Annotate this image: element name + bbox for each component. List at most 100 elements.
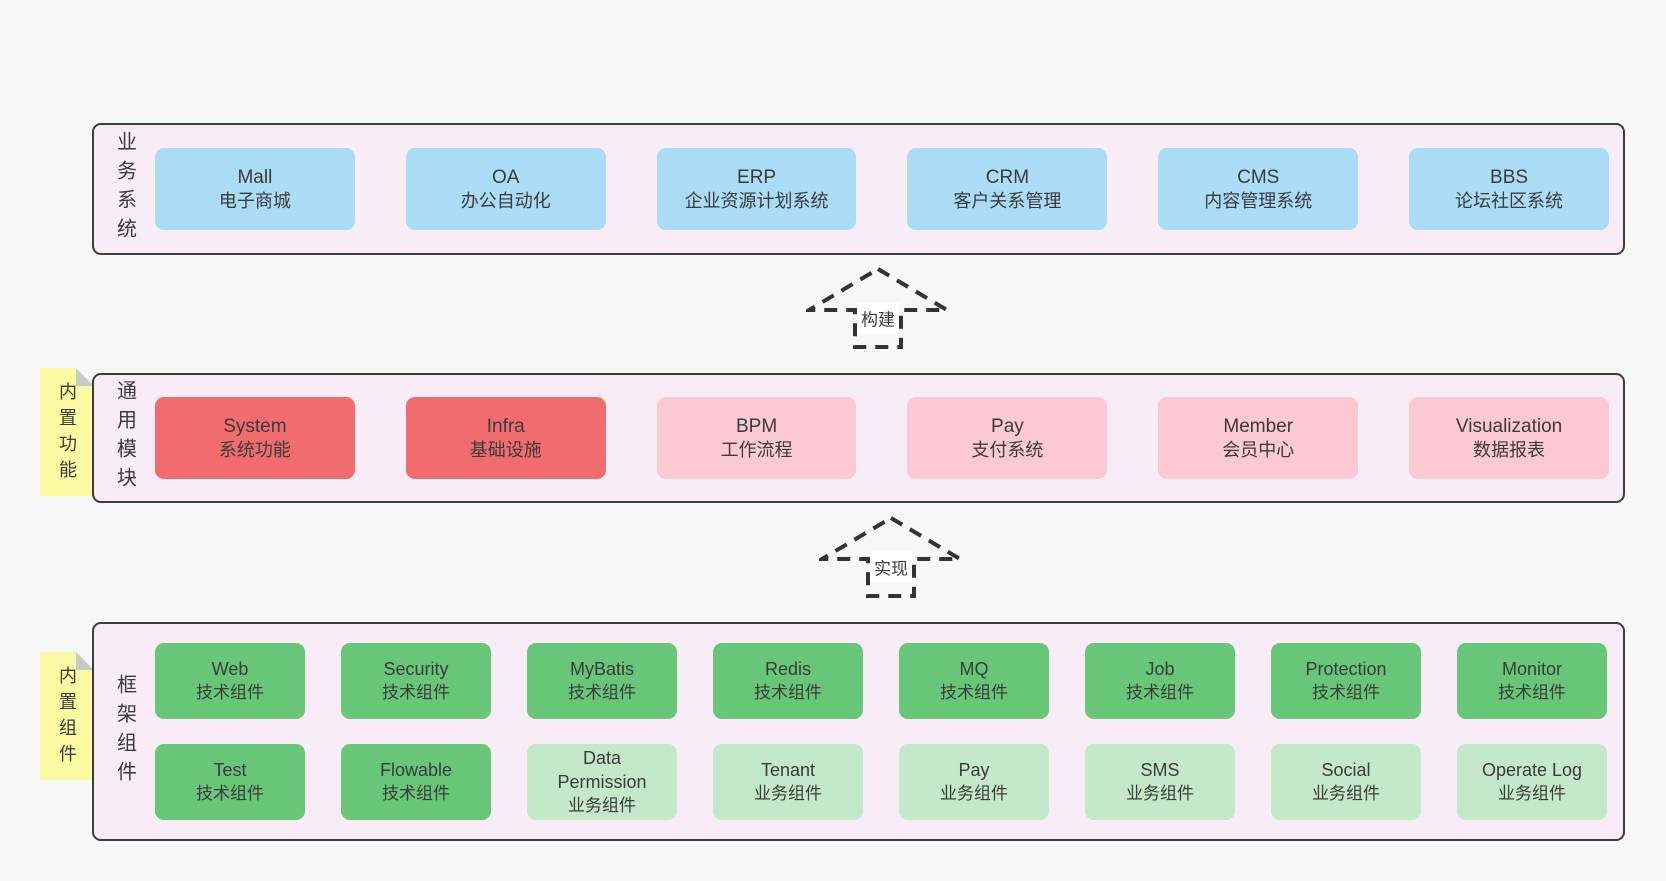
module-desc: 业务组件 xyxy=(940,783,1008,803)
module-desc: 内容管理系统 xyxy=(1204,190,1313,211)
module-desc: 客户关系管理 xyxy=(953,190,1062,211)
module-desc: 基础设施 xyxy=(469,439,542,460)
module-desc: 企业资源计划系统 xyxy=(684,190,829,211)
module-desc: 业务组件 xyxy=(1126,783,1194,803)
module-box-monitor: Monitor 技术组件 xyxy=(1457,643,1607,719)
build-arrow-label: 构建 xyxy=(857,302,899,334)
module-name: OA xyxy=(492,166,520,188)
module-desc: 技术组件 xyxy=(1312,682,1380,702)
module-name: MQ xyxy=(959,658,989,679)
band-label-framework-components: 框架组件 xyxy=(113,673,136,790)
module-name: Infra xyxy=(486,415,525,437)
module-name: Monitor xyxy=(1501,658,1563,679)
module-name: Data Permission xyxy=(557,748,647,792)
module-box-pay: Pay 业务组件 xyxy=(899,744,1049,820)
module-name: Pay xyxy=(991,415,1024,437)
module-name: Visualization xyxy=(1455,415,1563,437)
module-name: Security xyxy=(383,658,449,679)
module-desc: 系统功能 xyxy=(218,439,291,460)
module-name: Web xyxy=(211,658,249,679)
module-name: CRM xyxy=(985,166,1030,188)
module-box-tenant: Tenant 业务组件 xyxy=(713,744,863,820)
build-arrow: 构建 xyxy=(806,266,950,350)
module-desc: 业务组件 xyxy=(1498,783,1566,803)
sticky-note-label: 内置组件 xyxy=(57,666,77,770)
module-desc: 技术组件 xyxy=(382,682,450,702)
module-box-security: Security 技术组件 xyxy=(341,643,491,719)
module-box-flowable: Flowable 技术组件 xyxy=(341,744,491,820)
module-name: BBS xyxy=(1490,166,1529,188)
module-box-mybatis: MyBatis 技术组件 xyxy=(527,643,677,719)
implement-arrow-label: 实现 xyxy=(870,551,912,583)
module-desc: 技术组件 xyxy=(1498,682,1566,702)
module-desc: 业务组件 xyxy=(568,795,636,815)
module-desc: 技术组件 xyxy=(754,682,822,702)
module-name: BPM xyxy=(735,415,778,437)
module-name: Test xyxy=(213,759,247,780)
module-desc: 办公自动化 xyxy=(460,190,551,211)
module-desc: 电子商城 xyxy=(218,190,291,211)
sticky-note-builtin-features: 内置功能 xyxy=(40,368,94,496)
dashed-up-arrow-icon xyxy=(806,266,950,349)
module-name: Pay xyxy=(958,759,990,780)
module-desc: 论坛社区系统 xyxy=(1455,190,1564,211)
module-box-data-permission: Data Permission 业务组件 xyxy=(527,744,677,820)
module-name: Flowable xyxy=(379,759,453,780)
module-desc: 支付系统 xyxy=(971,439,1044,460)
module-box-web: Web 技术组件 xyxy=(155,643,305,719)
dashed-up-arrow-icon xyxy=(819,515,963,598)
module-name: Redis xyxy=(764,658,812,679)
module-box-social: Social 业务组件 xyxy=(1271,744,1421,820)
module-desc: 工作流程 xyxy=(720,439,793,460)
module-desc: 业务组件 xyxy=(754,783,822,803)
module-box-protection: Protection 技术组件 xyxy=(1271,643,1421,719)
sticky-note-builtin-components: 内置组件 xyxy=(40,652,94,780)
module-box-sms: SMS 业务组件 xyxy=(1085,744,1235,820)
module-name: Member xyxy=(1223,415,1294,437)
module-desc: 数据报表 xyxy=(1473,439,1546,460)
module-box-mq: MQ 技术组件 xyxy=(899,643,1049,719)
module-box-operate-log: Operate Log 业务组件 xyxy=(1457,744,1607,820)
module-name: Protection xyxy=(1305,658,1387,679)
module-desc: 技术组件 xyxy=(196,682,264,702)
module-name: Mall xyxy=(237,166,273,188)
band-label-business-systems: 业务系统 xyxy=(113,131,136,247)
module-name: Job xyxy=(1145,658,1175,679)
module-desc: 技术组件 xyxy=(568,682,636,702)
module-desc: 技术组件 xyxy=(940,682,1008,702)
module-name: Social xyxy=(1321,759,1371,780)
module-name: Operate Log xyxy=(1481,759,1583,780)
module-name: Tenant xyxy=(760,759,816,780)
module-desc: 业务组件 xyxy=(1312,783,1380,803)
module-name: SMS xyxy=(1140,759,1180,780)
implement-arrow: 实现 xyxy=(819,515,963,599)
module-desc: 技术组件 xyxy=(382,783,450,803)
module-box-redis: Redis 技术组件 xyxy=(713,643,863,719)
module-name: System xyxy=(223,415,287,437)
module-name: MyBatis xyxy=(569,658,634,679)
sticky-note-label: 内置功能 xyxy=(57,382,77,486)
module-name: CMS xyxy=(1237,166,1280,188)
